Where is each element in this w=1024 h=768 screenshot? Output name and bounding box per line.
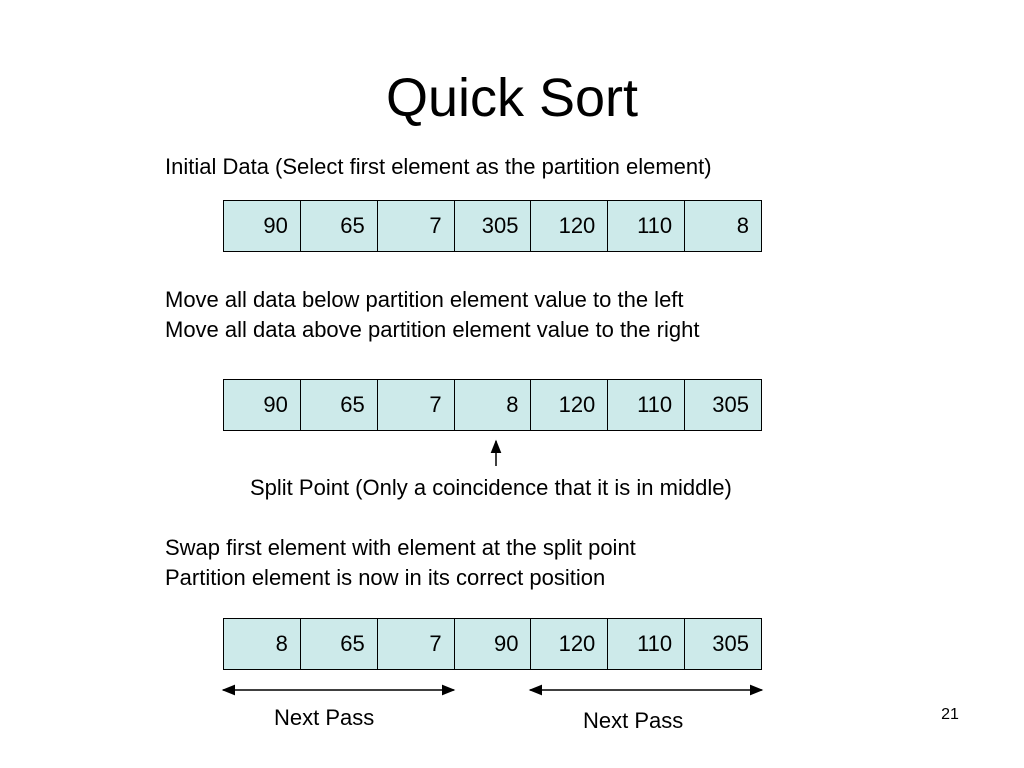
slide-title: Quick Sort: [385, 68, 639, 128]
page-number: 21: [941, 706, 959, 723]
array-cell: 65: [301, 619, 378, 669]
array-cell: 8: [455, 380, 532, 430]
correct-position-caption: Partition element is now in its correct …: [165, 565, 606, 590]
array-cell: 110: [608, 619, 686, 669]
array-cell: 90: [224, 201, 301, 251]
array-cell: 110: [608, 380, 686, 430]
array-partitioned: 90 65 7 8 120 110 305: [223, 379, 762, 431]
array-cell: 110: [608, 201, 686, 251]
array-cell: 305: [712, 631, 750, 656]
array-initial: 90 65 7 305 120 110 8: [223, 200, 762, 252]
split-point-label: Split Point (Only a coincidence that it …: [250, 475, 732, 500]
array-cell: 7: [378, 380, 455, 430]
next-pass-left-label: Next Pass: [274, 705, 375, 730]
move-left-caption: Move all data below partition element va…: [165, 287, 684, 312]
move-right-caption: Move all data above partition element va…: [165, 317, 700, 342]
swap-caption: Swap first element with element at the s…: [165, 535, 636, 560]
array-cell: 8: [736, 213, 750, 238]
array-cell: 120: [531, 201, 609, 251]
array-swapped: 8 65 7 90 120 110 305: [223, 618, 762, 670]
array-cell: 120: [531, 380, 609, 430]
array-cell: 305: [712, 392, 750, 417]
array-cell: 120: [531, 619, 609, 669]
array-cell: 65: [301, 201, 378, 251]
array-cell: 90: [224, 380, 301, 430]
array-cell: 305: [455, 201, 532, 251]
array-cell: 90: [455, 619, 532, 669]
array-cell: 7: [378, 201, 455, 251]
array-cell: 8: [224, 619, 301, 669]
array-cell: 7: [378, 619, 455, 669]
next-pass-right-label: Next Pass: [583, 708, 684, 733]
initial-data-caption: Initial Data (Select first element as th…: [165, 154, 712, 179]
array-cell: 65: [301, 380, 378, 430]
